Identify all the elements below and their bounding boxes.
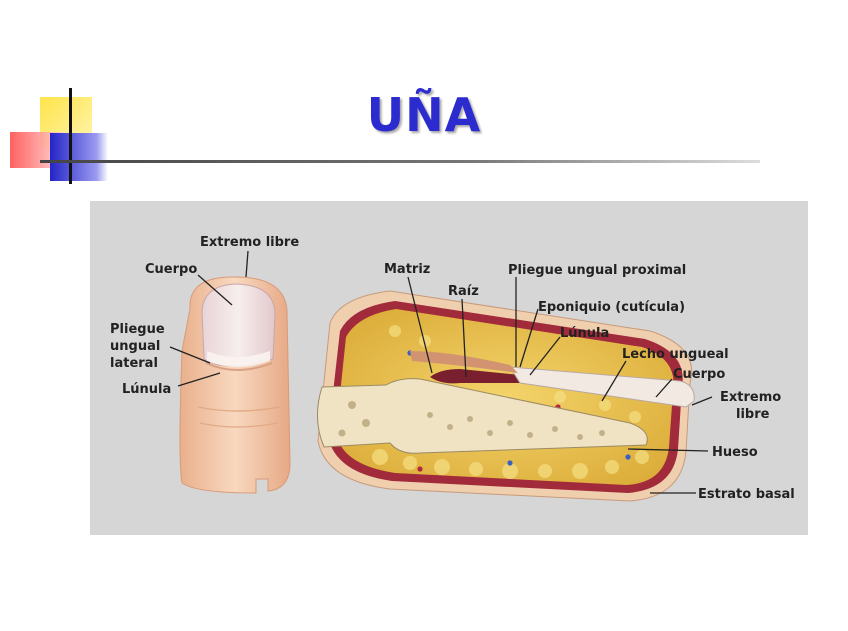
- label-pliegue-line3: lateral: [110, 356, 158, 371]
- title-rule: [40, 160, 760, 163]
- label-lunula-right: Lúnula: [560, 326, 609, 341]
- label-pliegue-line2: ungual: [110, 339, 160, 354]
- label-extremo-line2: libre: [736, 407, 770, 422]
- label-cuerpo-left: Cuerpo: [145, 262, 197, 277]
- label-lecho-ungueal: Lecho ungueal: [622, 347, 729, 362]
- diagram-panel: Extremo libre Cuerpo Pliegue ungual late…: [90, 201, 808, 535]
- label-cuerpo-right: Cuerpo: [673, 367, 725, 382]
- label-lunula-left: Lúnula: [122, 382, 171, 397]
- label-hueso: Hueso: [712, 445, 758, 460]
- label-estrato-basal: Estrato basal: [698, 487, 795, 502]
- label-extremo-line1: Extremo: [720, 390, 781, 405]
- nail-diagram: Extremo libre Cuerpo Pliegue ungual late…: [110, 235, 795, 502]
- label-eponiquio: Eponiquio (cutícula): [538, 300, 685, 315]
- deco-blue-square: [50, 133, 108, 181]
- finger-top-view: [179, 276, 291, 494]
- deco-vertical-line: [69, 88, 72, 184]
- leader-lines: [169, 250, 713, 494]
- nail-cross-section: [317, 290, 695, 502]
- label-pliegue-proximal: Pliegue ungual proximal: [508, 263, 686, 278]
- page-title: UÑA: [366, 88, 482, 142]
- labels: Extremo libre Cuerpo Pliegue ungual late…: [110, 235, 795, 502]
- label-extremo-libre-left: Extremo libre: [200, 235, 299, 250]
- label-matriz: Matriz: [384, 262, 430, 277]
- label-raiz: Raíz: [448, 284, 479, 299]
- label-pliegue-line1: Pliegue: [110, 322, 165, 337]
